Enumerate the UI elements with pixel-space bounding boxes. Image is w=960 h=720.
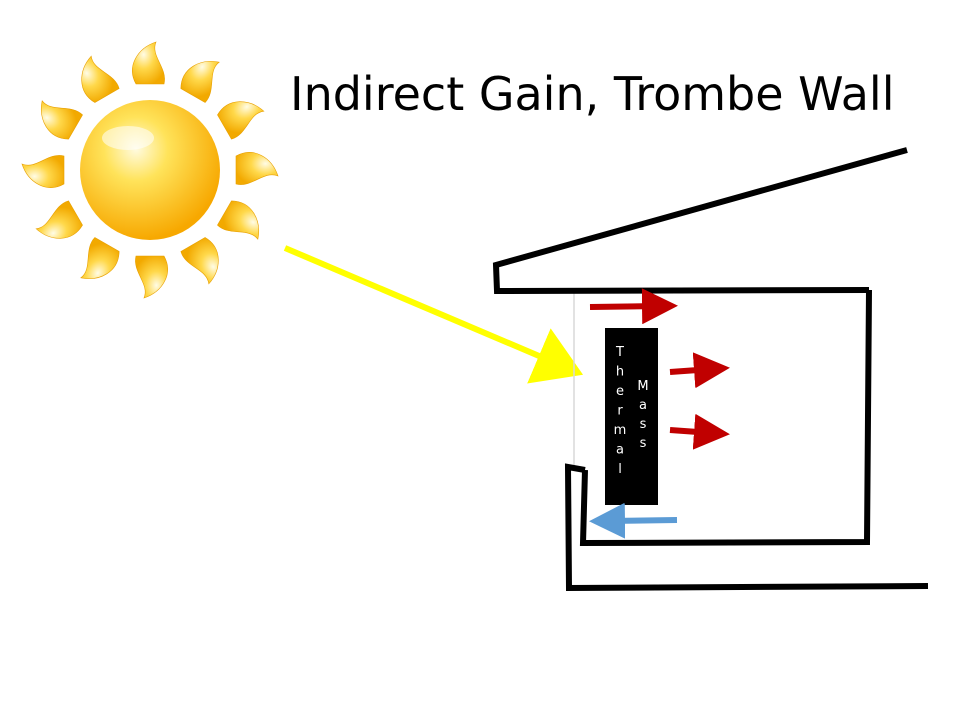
cool-air-return-arrow	[589, 502, 678, 539]
warm-air-arrow-middle	[669, 352, 730, 389]
sun-ray-petal	[217, 200, 259, 240]
sun-icon	[21, 41, 279, 299]
thermal-mass-letter: s	[640, 436, 647, 451]
warm-air-arrow-top	[589, 288, 678, 325]
sun-ray-petal	[135, 255, 168, 299]
sun-core	[80, 100, 220, 240]
sun-ray-petal	[35, 200, 83, 239]
slide-title: Indirect Gain, Trombe Wall	[290, 67, 894, 121]
sun-ray-petal	[180, 237, 219, 285]
sun-ray-petal	[180, 61, 220, 103]
sun-ray-petal	[21, 155, 65, 188]
solar-radiation-arrow	[283, 245, 584, 384]
sun-ray-petal	[132, 41, 165, 85]
thermal-mass-letter: l	[618, 462, 622, 477]
foundation-and-ground	[564, 463, 929, 592]
thermal-mass-letter: s	[640, 417, 647, 432]
sun-highlight	[102, 126, 154, 150]
sun-ray-petal	[217, 101, 265, 140]
thermal-mass-letter: h	[616, 365, 624, 380]
thermal-mass-wall	[605, 328, 658, 505]
thermal-mass-letter: M	[637, 379, 648, 394]
thermal-mass-letter: T	[615, 345, 624, 360]
sun-ray-petal	[81, 55, 120, 103]
thermal-mass-letter: e	[616, 384, 624, 399]
sun-ray-petal	[235, 152, 279, 185]
building-wall	[579, 289, 872, 547]
thermal-mass-letter: r	[617, 404, 623, 419]
sun-ray-petal	[80, 237, 120, 279]
sun-ray-petal	[41, 100, 83, 140]
warm-air-arrow-lower	[669, 413, 730, 450]
roof	[492, 147, 908, 295]
thermal-mass-letter: a	[639, 398, 647, 413]
thermal-mass-letter: m	[614, 423, 627, 438]
thermal-mass-letter: a	[616, 443, 624, 458]
